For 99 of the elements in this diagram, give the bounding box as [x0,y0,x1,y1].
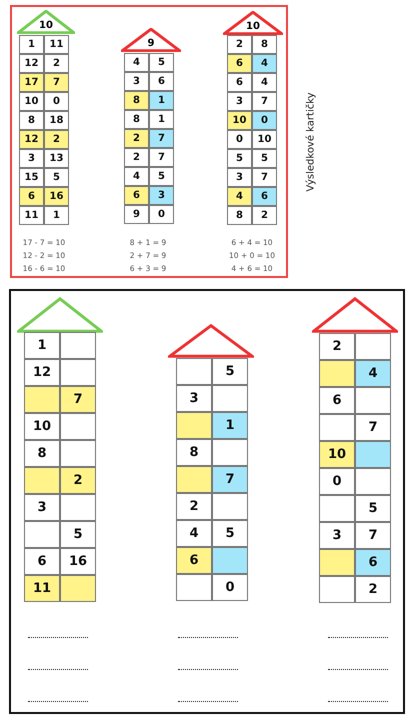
number-cell: 8 [24,440,60,467]
number-cell: 8 [227,206,252,225]
number-cell: 6 [176,547,212,574]
number-cell: 3 [124,72,149,91]
number-cell: 6 [355,549,391,576]
number-cell: 7 [149,148,174,167]
number-cell: 7 [60,386,96,413]
number-cell: 3 [176,385,212,412]
number-cell: 3 [149,186,174,205]
number-cell: 11 [44,35,69,54]
number-cell: 12 [24,359,60,386]
number-cell: 6 [227,73,252,92]
number-cell: 2 [44,130,69,149]
number-cell: 12 [19,130,44,149]
number-cell: 4 [355,360,391,387]
number-cell: 0 [149,205,174,224]
number-cell: 4 [252,54,277,73]
roof-triangle [312,297,398,333]
number-cell: 10 [19,92,44,111]
number-cell: 7 [44,73,69,92]
number-cell: 5 [44,168,69,187]
number-cell: 3 [227,168,252,187]
number-cell: 0 [212,574,248,601]
number-cell: 5 [149,53,174,72]
number-cell: 2 [227,35,252,54]
number-cell: 5 [252,149,277,168]
number-cell: 6 [24,548,60,575]
number-cell: 2 [355,576,391,603]
number-cell: 7 [149,129,174,148]
number-cell: 17 [19,73,44,92]
number-cell: 2 [176,493,212,520]
number-cell: 1 [44,206,69,225]
number-cell: 0 [227,130,252,149]
number-cell: 7 [252,168,277,187]
number-cell: 6 [252,187,277,206]
number-cell: 5 [212,520,248,547]
number-cell: 6 [19,187,44,206]
number-cell: 5 [212,358,248,385]
number-cell: 4 [227,187,252,206]
number-cell: 10 [252,130,277,149]
number-cell: 6 [227,54,252,73]
number-cell: 0 [319,468,355,495]
number-cell: 2 [44,54,69,73]
number-cell: 5 [227,149,252,168]
number-cell: 11 [19,206,44,225]
worksheet-panel [9,289,405,714]
number-cell: 16 [44,187,69,206]
number-cell: 15 [19,168,44,187]
number-cell: 16 [60,548,96,575]
number-cell: 7 [212,466,248,493]
number-cell: 1 [212,412,248,439]
number-cell: 2 [60,467,96,494]
number-cell: 6 [149,72,174,91]
number-cell: 2 [124,148,149,167]
number-cell: 8 [124,91,149,110]
number-cell: 2 [252,206,277,225]
number-cell: 0 [252,111,277,130]
number-cell: 12 [19,54,44,73]
number-cell: 10 [24,413,60,440]
number-cell: 2 [319,333,355,360]
number-cell: 8 [124,110,149,129]
number-cell: 4 [124,53,149,72]
side-caption: Výsledkové kartičky [306,92,316,192]
number-cell: 6 [124,186,149,205]
worksheet-panel [10,5,288,278]
number-cell: 1 [149,110,174,129]
number-cell: 7 [252,92,277,111]
number-cell: 3 [24,494,60,521]
roof-triangle: 9 [121,28,181,52]
number-cell: 13 [44,149,69,168]
number-cell: 1 [24,332,60,359]
roof-triangle [168,324,254,358]
number-cell: 18 [44,111,69,130]
number-cell: 7 [355,414,391,441]
number-cell: 3 [19,149,44,168]
number-cell: 7 [355,522,391,549]
number-cell: 11 [24,575,60,602]
number-cell: 5 [149,167,174,186]
roof-triangle: 10 [223,11,283,35]
number-cell: 10 [319,441,355,468]
number-cell: 4 [124,167,149,186]
number-cell: 9 [124,205,149,224]
number-cell: 3 [319,522,355,549]
number-cell: 8 [252,35,277,54]
number-cell: 0 [44,92,69,111]
number-cell: 8 [19,111,44,130]
roof-triangle [17,297,103,333]
number-cell: 5 [60,521,96,548]
number-cell: 4 [176,520,212,547]
number-cell: 8 [176,439,212,466]
number-cell: 5 [355,495,391,522]
number-cell: 2 [124,129,149,148]
roof-triangle: 10 [17,10,75,34]
number-cell: 10 [227,111,252,130]
number-cell: 4 [252,73,277,92]
number-cell: 1 [149,91,174,110]
number-cell: 1 [19,35,44,54]
number-cell: 6 [319,387,355,414]
number-cell: 3 [227,92,252,111]
